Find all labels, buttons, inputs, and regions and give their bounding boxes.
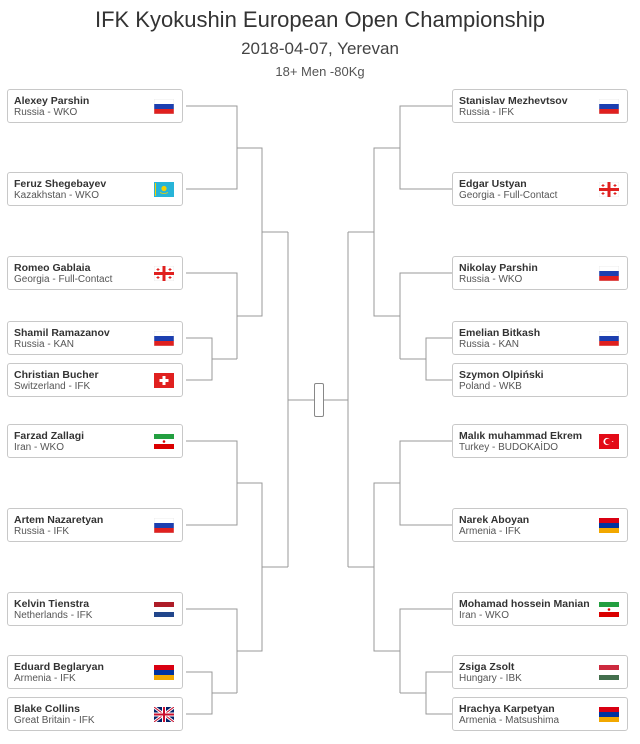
russia-flag-icon (154, 331, 174, 346)
competitor-card[interactable]: Shamil Ramazanov Russia - KAN (7, 321, 183, 355)
competitor-name: Stanislav Mezhevtsov (459, 95, 568, 107)
competitor-club: Armenia - Matsushima (459, 715, 560, 726)
competitor-club: Turkey - BUDOKAİDO (459, 442, 559, 453)
competitor-card[interactable]: Nikolay Parshin Russia - WKO (452, 256, 628, 290)
competitor-card[interactable]: Blake Collins Great Britain - IFK (7, 697, 183, 731)
competitor-name: Hrachya Karpetyan (459, 703, 555, 715)
competitor-card[interactable]: Eduard Beglaryan Armenia - IFK (7, 655, 183, 689)
competitor-name: Nikolay Parshin (459, 262, 538, 274)
competitor-name: Shamil Ramazanov (14, 327, 110, 339)
competitor-club: Poland - WKB (459, 381, 522, 392)
competitor-club: Hungary - IBK (459, 673, 522, 684)
competitor-name: Kelvin Tienstra (14, 598, 90, 610)
competitor-name: Artem Nazaretyan (14, 514, 104, 526)
competitor-name: Szymon Olpiński (459, 369, 544, 381)
uk-flag-icon (154, 707, 174, 722)
competitor-club: Russia - KAN (459, 339, 520, 350)
competitor-card[interactable]: Kelvin Tienstra Netherlands - IFK (7, 592, 183, 626)
competitor-name: Eduard Beglaryan (14, 661, 104, 673)
competitor-card[interactable]: Artem Nazaretyan Russia - IFK (7, 508, 183, 542)
competitor-card[interactable]: Feruz Shegebayev Kazakhstan - WKO (7, 172, 183, 206)
competitor-card[interactable]: Christian Bucher Switzerland - IFK (7, 363, 183, 397)
competitor-name: Malık muhammad Ekrem (459, 430, 583, 442)
iran-flag-icon (599, 602, 619, 617)
switzerland-flag-icon (154, 373, 174, 388)
competitor-name: Mohamad hossein Manian (459, 598, 590, 610)
competitor-club: Iran - WKO (459, 610, 510, 621)
georgia-flag-icon (154, 266, 174, 281)
competitor-club: Russia - KAN (14, 339, 75, 350)
competitor-name: Narek Aboyan (459, 514, 530, 526)
competitor-card[interactable]: Zsiga Zsolt Hungary - IBK (452, 655, 628, 689)
competitor-card[interactable]: Farzad Zallagi Iran - WKO (7, 424, 183, 458)
russia-flag-icon (599, 331, 619, 346)
armenia-flag-icon (599, 707, 619, 722)
russia-flag-icon (599, 266, 619, 281)
armenia-flag-icon (599, 518, 619, 533)
russia-flag-icon (599, 99, 619, 114)
final-match-slot[interactable] (314, 383, 324, 417)
competitor-card[interactable]: Alexey Parshin Russia - WKO (7, 89, 183, 123)
competitor-card[interactable]: Emelian Bitkash Russia - KAN (452, 321, 628, 355)
competitor-name: Blake Collins (14, 703, 80, 715)
hungary-flag-icon (599, 665, 619, 680)
competitor-card[interactable]: Mohamad hossein Manian Iran - WKO (452, 592, 628, 626)
russia-flag-icon (154, 518, 174, 533)
russia-flag-icon (154, 99, 174, 114)
competitor-card[interactable]: Szymon Olpiński Poland - WKB (452, 363, 628, 397)
competitor-club: Russia - WKO (459, 274, 523, 285)
competitor-club: Kazakhstan - WKO (14, 190, 100, 201)
competitor-club: Great Britain - IFK (14, 715, 95, 726)
competitor-club: Russia - WKO (14, 107, 78, 118)
armenia-flag-icon (154, 665, 174, 680)
kazakhstan-flag-icon (154, 182, 174, 197)
competitor-club: Georgia - Full-Contact (14, 274, 113, 285)
competitor-card[interactable]: Stanislav Mezhevtsov Russia - IFK (452, 89, 628, 123)
competitor-club: Russia - IFK (459, 107, 515, 118)
competitor-club: Iran - WKO (14, 442, 65, 453)
event-date-location: 2018-04-07, Yerevan (241, 39, 399, 58)
competitor-name: Emelian Bitkash (459, 327, 541, 339)
georgia-flag-icon (599, 182, 619, 197)
competitor-name: Edgar Ustyan (459, 178, 527, 190)
competitor-club: Georgia - Full-Contact (459, 190, 558, 201)
competitor-club: Armenia - IFK (459, 526, 521, 537)
competitor-card[interactable]: Hrachya Karpetyan Armenia - Matsushima (452, 697, 628, 731)
competitor-card[interactable]: Romeo Gablaia Georgia - Full-Contact (7, 256, 183, 290)
turkey-flag-icon (599, 434, 619, 449)
competitor-club: Russia - IFK (14, 526, 70, 537)
competitor-card[interactable]: Edgar Ustyan Georgia - Full-Contact (452, 172, 628, 206)
competitor-name: Zsiga Zsolt (459, 661, 515, 673)
iran-flag-icon (154, 434, 174, 449)
competitor-card[interactable]: Malık muhammad Ekrem Turkey - BUDOKAİDO (452, 424, 628, 458)
competitor-name: Romeo Gablaia (14, 262, 91, 274)
competitor-name: Christian Bucher (14, 369, 99, 381)
competitor-club: Armenia - IFK (14, 673, 76, 684)
competitor-name: Feruz Shegebayev (14, 178, 107, 190)
tournament-title: IFK Kyokushin European Open Championship (94, 7, 546, 32)
competitor-card[interactable]: Narek Aboyan Armenia - IFK (452, 508, 628, 542)
competitor-name: Farzad Zallagi (14, 430, 85, 442)
competitor-club: Switzerland - IFK (14, 381, 91, 392)
netherlands-flag-icon (154, 602, 174, 617)
competitor-name: Alexey Parshin (14, 95, 90, 107)
weight-category: 18+ Men -80Kg (275, 64, 365, 79)
competitor-club: Netherlands - IFK (14, 610, 93, 621)
